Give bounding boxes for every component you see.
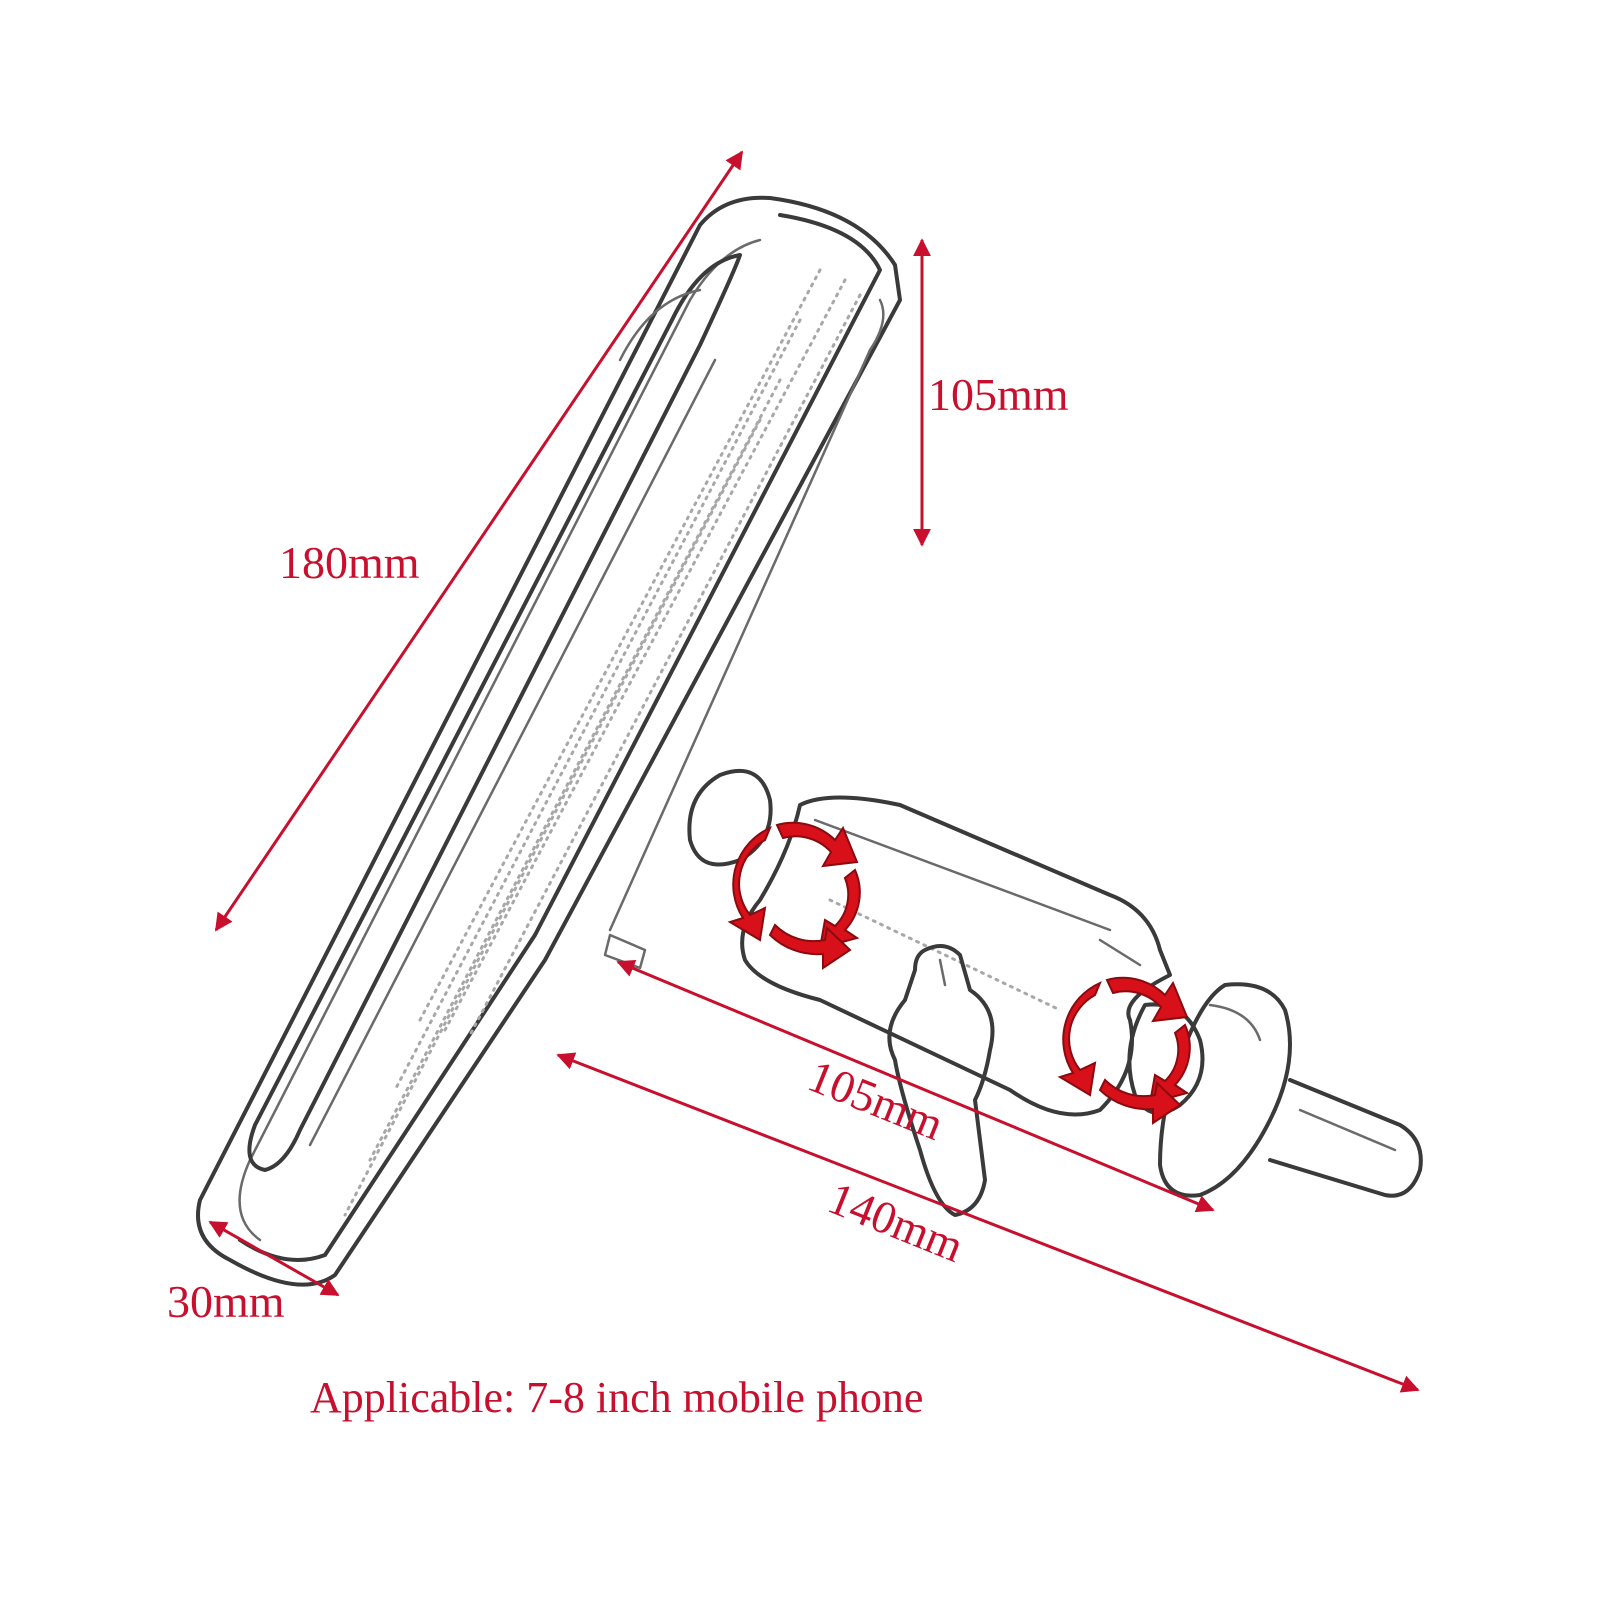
- dim-line-total-depth: [556, 1052, 1420, 1393]
- caption-text: Applicable: 7-8 inch mobile phone: [310, 1373, 923, 1422]
- rotate-arrows-icon: [1057, 976, 1191, 1125]
- dim-line-length: [214, 150, 744, 932]
- phone-case-drawing: [196, 195, 902, 1287]
- rotate-arrows-icon: [727, 821, 861, 970]
- dim-line-arm-length: [616, 959, 1215, 1213]
- dimension-lines: [208, 150, 1420, 1393]
- mount-arm-drawing: [603, 769, 1423, 1217]
- label-arm-length: 105mm: [801, 1050, 951, 1150]
- dim-line-thickness: [208, 1220, 340, 1297]
- label-width: 105mm: [928, 369, 1069, 420]
- label-length: 180mm: [279, 537, 420, 588]
- label-thickness: 30mm: [167, 1276, 285, 1327]
